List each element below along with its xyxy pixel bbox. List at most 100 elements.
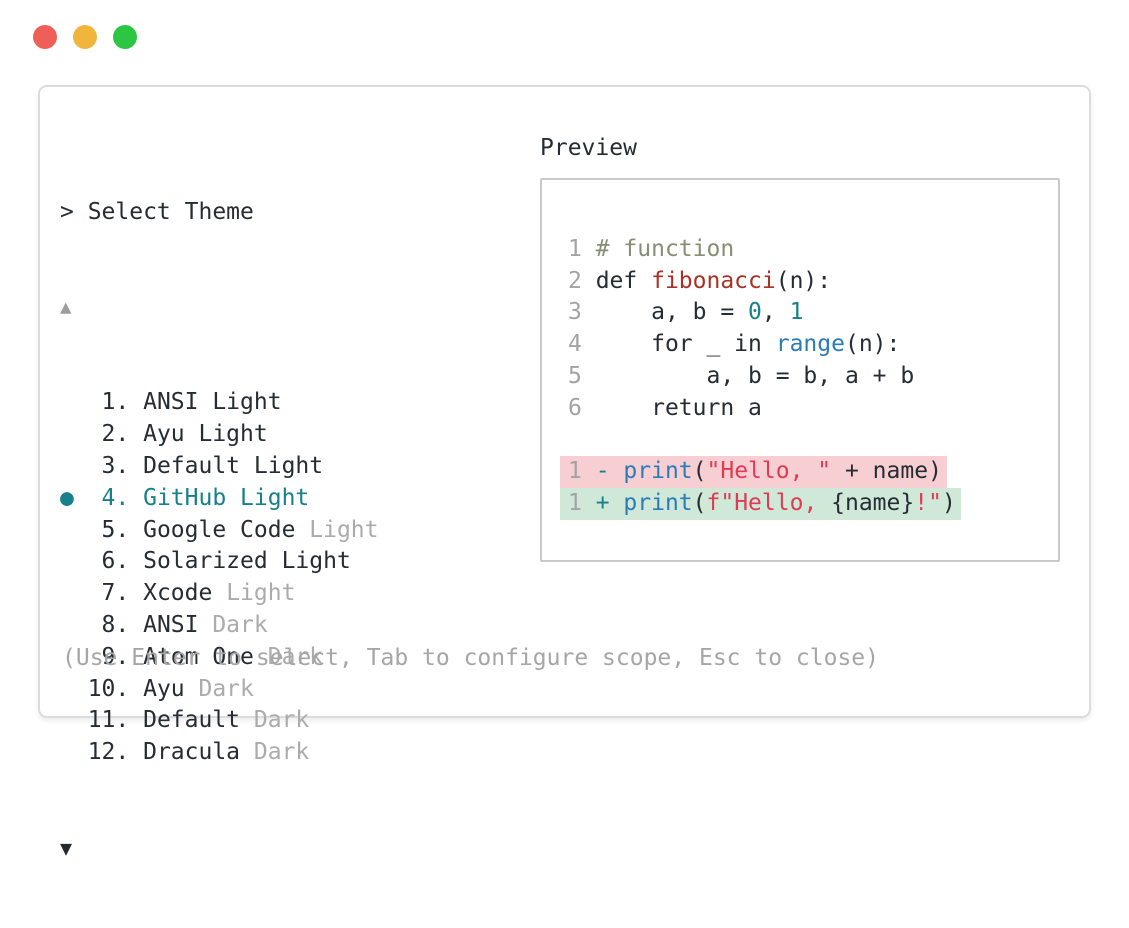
minimize-button[interactable] <box>73 25 97 49</box>
code-token-plain: {name} <box>831 490 915 517</box>
code-token-func: fibonacci <box>651 267 776 294</box>
theme-item-number: 2. <box>87 421 144 448</box>
code-line: 3 a, b = 0, 1 <box>568 297 1058 329</box>
theme-item-name: Ayu Light <box>143 421 268 448</box>
close-button[interactable] <box>33 25 57 49</box>
theme-item-name: Xcode <box>143 580 213 607</box>
theme-item-variant: Dark <box>253 643 324 670</box>
theme-item-number: 9. <box>87 643 144 670</box>
scroll-up-icon[interactable]: ▲ <box>60 295 72 318</box>
theme-list-item[interactable]: 5. Google Code Light <box>60 515 379 547</box>
theme-item-name: ANSI Light <box>143 389 282 416</box>
traffic-light-bar <box>33 25 137 49</box>
theme-item-variant: Dark <box>198 611 268 638</box>
code-token-plain: ) <box>941 490 956 517</box>
code-token-plain: + name) <box>831 458 942 485</box>
preview-title: Preview <box>540 135 637 161</box>
theme-item-number: 5. <box>87 516 144 543</box>
code-token-plain: for _ in <box>595 331 776 358</box>
code-token-plain: , <box>761 299 790 326</box>
diff-highlight-added: 1 + print(f"Hello, {name}!") <box>560 488 961 520</box>
code-token-plain: ( <box>692 458 707 485</box>
diff-line-added: 1 + print(f"Hello, {name}!") <box>560 488 1058 520</box>
bullet-placeholder <box>60 453 88 479</box>
scroll-down-icon[interactable]: ▼ <box>60 835 73 860</box>
theme-list: 1. ANSI Light 2. Ayu Light 3. Default Li… <box>60 387 379 769</box>
theme-item-number: 11. <box>87 707 144 734</box>
code-token-lineno: 1 <box>568 490 596 517</box>
bullet-placeholder <box>60 389 88 415</box>
code-token-num: 1 <box>789 299 804 326</box>
code-token-builtin: print <box>623 490 693 517</box>
code-token-lineno: 1 <box>568 458 596 485</box>
theme-item-name: Solarized Light <box>143 548 351 575</box>
theme-list-item[interactable]: 8. ANSI Dark <box>60 610 379 642</box>
code-token-builtin: range <box>775 331 845 358</box>
bullet-placeholder <box>60 548 88 574</box>
code-line: 2 def fibonacci(n): <box>568 266 1058 298</box>
code-gap <box>568 425 1058 457</box>
bullet-placeholder <box>60 612 88 638</box>
theme-picker-panel: > Select Theme ▲ 1. ANSI Light 2. Ayu Li… <box>38 85 1091 860</box>
code-token-plain: ( <box>692 490 707 517</box>
code-token-plain: a, b = b, a + b <box>595 362 915 389</box>
theme-list-item[interactable]: 12. Dracula Dark <box>60 737 379 769</box>
code-token-plain: (n): <box>844 331 901 358</box>
code-token-builtin: print <box>623 458 693 485</box>
diff-highlight-removed: 1 - print("Hello, " + name) <box>560 456 947 489</box>
code-line: 6 return a <box>568 393 1058 425</box>
theme-list-item[interactable]: 9. Atom One Dark <box>60 642 379 674</box>
theme-picker-column: > Select Theme ▲ 1. ANSI Light 2. Ayu Li… <box>60 133 379 928</box>
zoom-button[interactable] <box>113 25 137 49</box>
theme-list-item[interactable]: 6. Solarized Light <box>60 546 379 578</box>
theme-list-item[interactable]: 11. Default Dark <box>60 705 379 737</box>
theme-item-variant: Dark <box>184 675 254 702</box>
code-token-lineno: 5 <box>568 362 596 389</box>
theme-item-name: GitHub Light <box>143 484 310 511</box>
theme-picker-prompt: > Select Theme <box>60 198 254 225</box>
bullet-placeholder <box>60 517 88 543</box>
code-token-lineno: 1 <box>568 235 596 262</box>
theme-item-number: 1. <box>87 389 144 416</box>
code-token-plain: def <box>595 267 652 294</box>
theme-item-number: 3. <box>87 452 144 479</box>
code-token-comment: # function <box>595 235 735 262</box>
theme-item-name: Google Code <box>143 516 296 543</box>
help-text: (Use Enter to select, Tab to configure s… <box>62 645 879 671</box>
code-token-plain: (n): <box>775 267 832 294</box>
code-token-string: "Hello, " <box>706 458 832 485</box>
code-token-lineno: 3 <box>568 299 596 326</box>
bullet-placeholder <box>60 676 88 702</box>
code-token-accent: - <box>595 458 624 485</box>
bullet-placeholder <box>60 739 88 765</box>
code-token-lineno: 2 <box>568 267 596 294</box>
code-token-lineno: 4 <box>568 331 596 358</box>
code-line: 1 # function <box>568 234 1058 266</box>
theme-list-item[interactable]: 2. Ayu Light <box>60 419 379 451</box>
theme-item-variant: Light <box>295 516 379 543</box>
theme-list-item[interactable]: 7. Xcode Light <box>60 578 379 610</box>
theme-item-number: 6. <box>87 548 144 575</box>
theme-item-number: 4. <box>87 484 144 511</box>
code-token-plain: a, b = <box>595 299 749 326</box>
code-token-plain: return a <box>595 394 762 421</box>
theme-item-name: Dracula <box>143 739 241 766</box>
theme-list-item[interactable]: 10. Ayu Dark <box>60 674 379 706</box>
selected-bullet-icon: ● <box>60 484 88 511</box>
diff-line-removed: 1 - print("Hello, " + name) <box>560 456 1058 489</box>
theme-item-name: Ayu <box>143 675 185 702</box>
theme-list-item[interactable]: 3. Default Light <box>60 451 379 483</box>
theme-item-number: 7. <box>87 580 144 607</box>
code-line: 4 for _ in range(n): <box>568 329 1058 361</box>
bullet-placeholder <box>60 707 88 733</box>
theme-list-item[interactable]: 1. ANSI Light <box>60 387 379 419</box>
theme-item-variant: Dark <box>240 739 310 766</box>
theme-list-item-selected[interactable]: ● 4. GitHub Light <box>60 483 379 515</box>
theme-item-number: 8. <box>87 611 144 638</box>
theme-item-number: 10. <box>87 675 144 702</box>
code-token-accent: + <box>595 490 624 517</box>
bullet-placeholder <box>60 421 88 447</box>
diff-block: 1 - print("Hello, " + name)1 + print(f"H… <box>560 456 1058 520</box>
